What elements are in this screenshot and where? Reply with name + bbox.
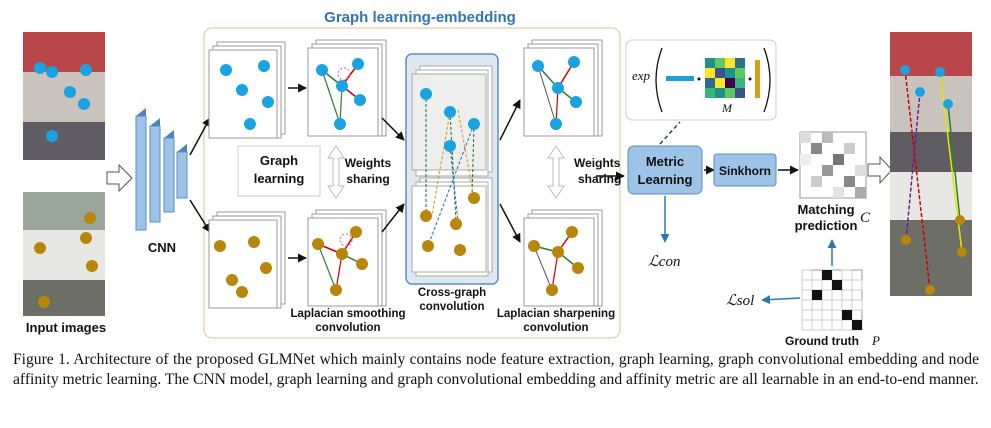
input-image-top [23, 32, 105, 160]
sinkhorn-label: Sinkhorn [719, 164, 771, 178]
sharpening-panel-bottom [523, 209, 603, 307]
cnn-label: CNN [148, 240, 176, 255]
prediction-matrix [799, 131, 867, 199]
sinkhorn-box [713, 153, 777, 187]
sharpening-panel-top [523, 39, 603, 137]
gt-to-loss-arrow [761, 295, 801, 305]
embedding-region [203, 27, 621, 339]
metric-to-exp-dash [659, 121, 681, 145]
loss-sol: ℒsol [726, 293, 754, 309]
smoothing-panel-top [307, 39, 387, 137]
architecture-diagram: Graph learning-embedding Input images CN… [23, 9, 972, 345]
input-image-bottom [23, 192, 105, 316]
figure-caption: Figure 1. Architecture of the proposed G… [13, 351, 979, 388]
input-images-label: Input images [26, 320, 106, 335]
laplacian-sharpening-2: convolution [523, 322, 588, 334]
to-cross-bottom-arrow [381, 203, 405, 233]
from-cross-top-arrow [499, 99, 521, 141]
cnn-block [135, 108, 188, 231]
metric-learning-2: Learning [638, 172, 693, 187]
ground-truth-matrix [801, 269, 863, 331]
weights-sharing-left-2: sharing [346, 172, 389, 186]
loss-con: ℒcon [648, 254, 680, 270]
cross-graph-1: Cross-graph [418, 287, 486, 299]
node-panel-bottom [208, 211, 286, 309]
graph-learning-box [237, 145, 321, 197]
laplacian-smoothing-2: convolution [315, 322, 380, 334]
graph-learning-line2: learning [254, 171, 305, 186]
region-title: Graph learning-embedding [324, 9, 516, 26]
weights-sharing-arrow-left [327, 145, 345, 199]
metric-learning-1: Metric [646, 154, 684, 169]
laplacian-smoothing-1: Laplacian smoothing [290, 308, 405, 320]
matching-prediction-1: Matching [797, 202, 854, 217]
input-to-cnn-arrow [106, 163, 133, 193]
matrix-heatmap [705, 58, 745, 98]
vector-left [666, 76, 694, 81]
metric-learning-box [627, 145, 703, 195]
vector-right [755, 60, 760, 98]
weights-sharing-arrow-right [547, 145, 565, 199]
cross-graph-2: convolution [419, 301, 484, 313]
cnn-to-top-arrow [189, 117, 211, 156]
ground-truth-symbol: P [871, 333, 880, 345]
laplacian-sharpening-1: Laplacian sharpening [497, 308, 615, 320]
exp-text: exp [632, 68, 651, 83]
from-cross-bottom-arrow [499, 203, 521, 243]
smoothing-panel-bottom [307, 209, 387, 307]
matrix-symbol: M [721, 101, 733, 115]
matching-symbol: C [860, 210, 871, 226]
graph-learning-line1: Graph [260, 153, 298, 168]
weights-sharing-right-1: Weights [574, 156, 621, 170]
ground-truth-label: Ground truth [785, 334, 859, 345]
cnn-to-bottom-arrow [189, 199, 211, 233]
to-cross-top-arrow [381, 117, 405, 141]
to-output-arrow [867, 155, 893, 185]
weights-sharing-right-2: sharing [578, 172, 621, 186]
cross-graph-edges [425, 94, 475, 247]
node-panel-top [208, 41, 286, 139]
weights-sharing-left-1: Weights [345, 156, 392, 170]
matching-prediction-2: prediction [795, 218, 858, 233]
output-image [890, 32, 972, 296]
